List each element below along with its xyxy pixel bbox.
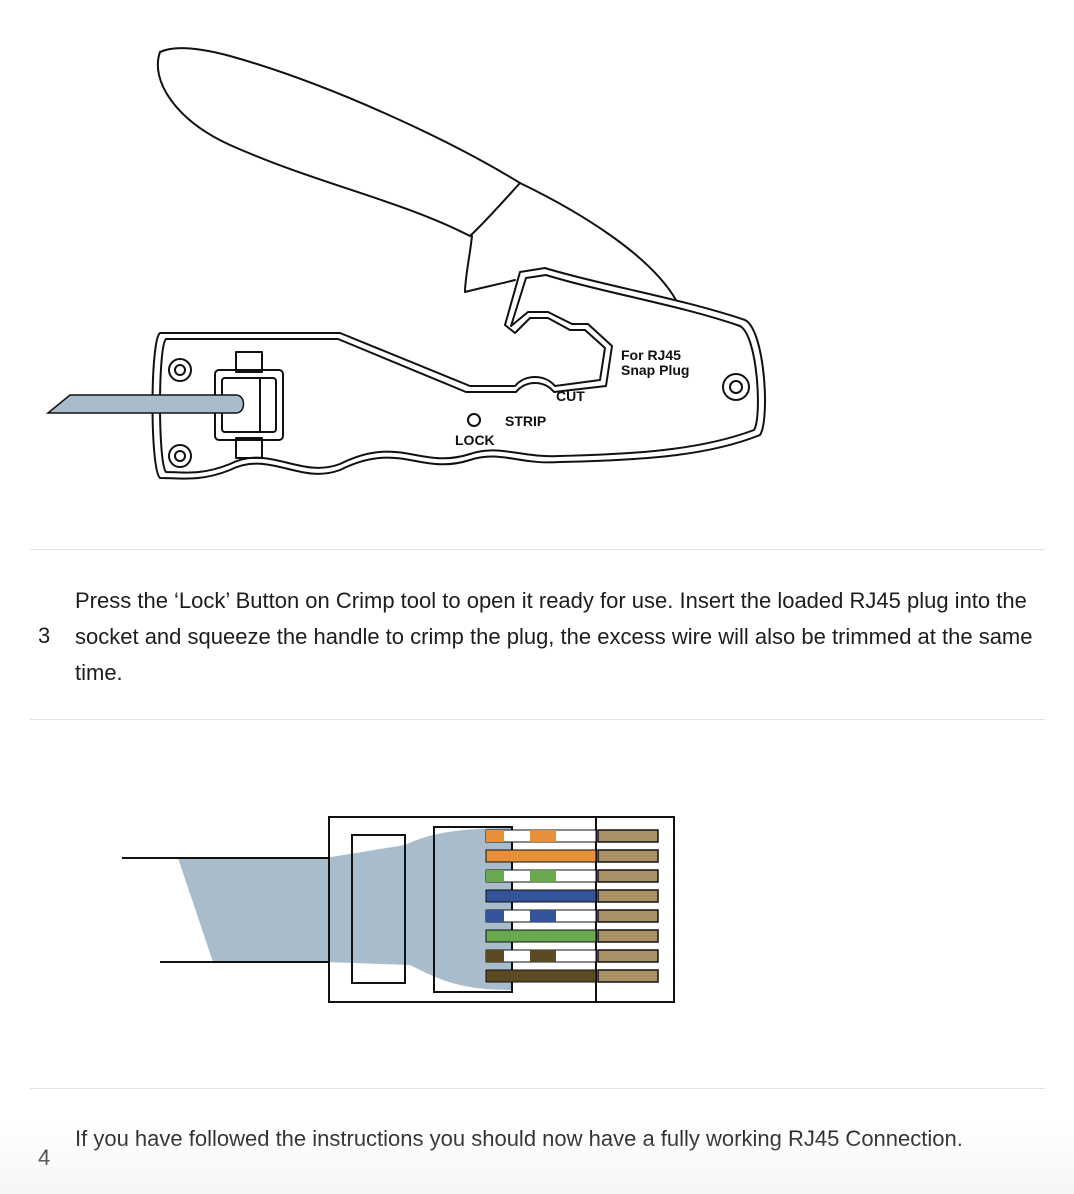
rivet-icon xyxy=(722,373,750,401)
wire-stripe xyxy=(530,830,556,842)
rivet-icon xyxy=(168,444,192,468)
contact-pin xyxy=(597,929,659,943)
contact-pin xyxy=(597,969,659,983)
wire-brown xyxy=(485,969,597,983)
crimp-tool-body xyxy=(151,267,766,480)
contact-pin xyxy=(597,909,659,923)
wire-blue xyxy=(485,889,597,903)
label-lock: LOCK xyxy=(455,432,495,448)
wire-stripe xyxy=(486,950,504,962)
contact-pin xyxy=(597,949,659,963)
wire-orange xyxy=(485,849,597,863)
contact-pin xyxy=(597,829,659,843)
contact-pin xyxy=(597,849,659,863)
rj45-plug-diagram xyxy=(122,816,675,1003)
divider xyxy=(30,549,1045,550)
wire-stripe xyxy=(486,910,504,922)
divider xyxy=(30,1088,1045,1089)
wire-stripe xyxy=(530,950,556,962)
cable xyxy=(45,394,245,414)
contact-pin xyxy=(597,889,659,903)
label-strip: STRIP xyxy=(505,413,546,429)
cable-jacket xyxy=(178,828,512,990)
wire-stripe xyxy=(530,910,556,922)
crimp-tool-handle xyxy=(159,47,677,301)
contact-pin xyxy=(597,869,659,883)
step-number: 4 xyxy=(38,1145,51,1170)
wire-green xyxy=(485,929,597,943)
wire-stripe xyxy=(530,870,556,882)
wire-stripe xyxy=(486,830,504,842)
label-snap-plug: Snap Plug xyxy=(621,362,689,378)
lock-button-icon xyxy=(467,413,481,427)
rivet-icon xyxy=(168,358,192,382)
step-text: If you have followed the instructions yo… xyxy=(75,1126,963,1151)
wire-stripe xyxy=(486,870,504,882)
label-for-rj45: For RJ45 xyxy=(621,347,681,363)
step-number: 3 xyxy=(38,623,51,648)
crimp-tool-diagram: For RJ45 Snap Plug CUT STRIP LOCK xyxy=(45,47,766,480)
step-text: Press the ‘Lock’ Button on Crimp tool to… xyxy=(75,588,1033,685)
plug-body xyxy=(328,816,675,1003)
divider xyxy=(30,719,1045,720)
label-cut: CUT xyxy=(556,388,585,404)
